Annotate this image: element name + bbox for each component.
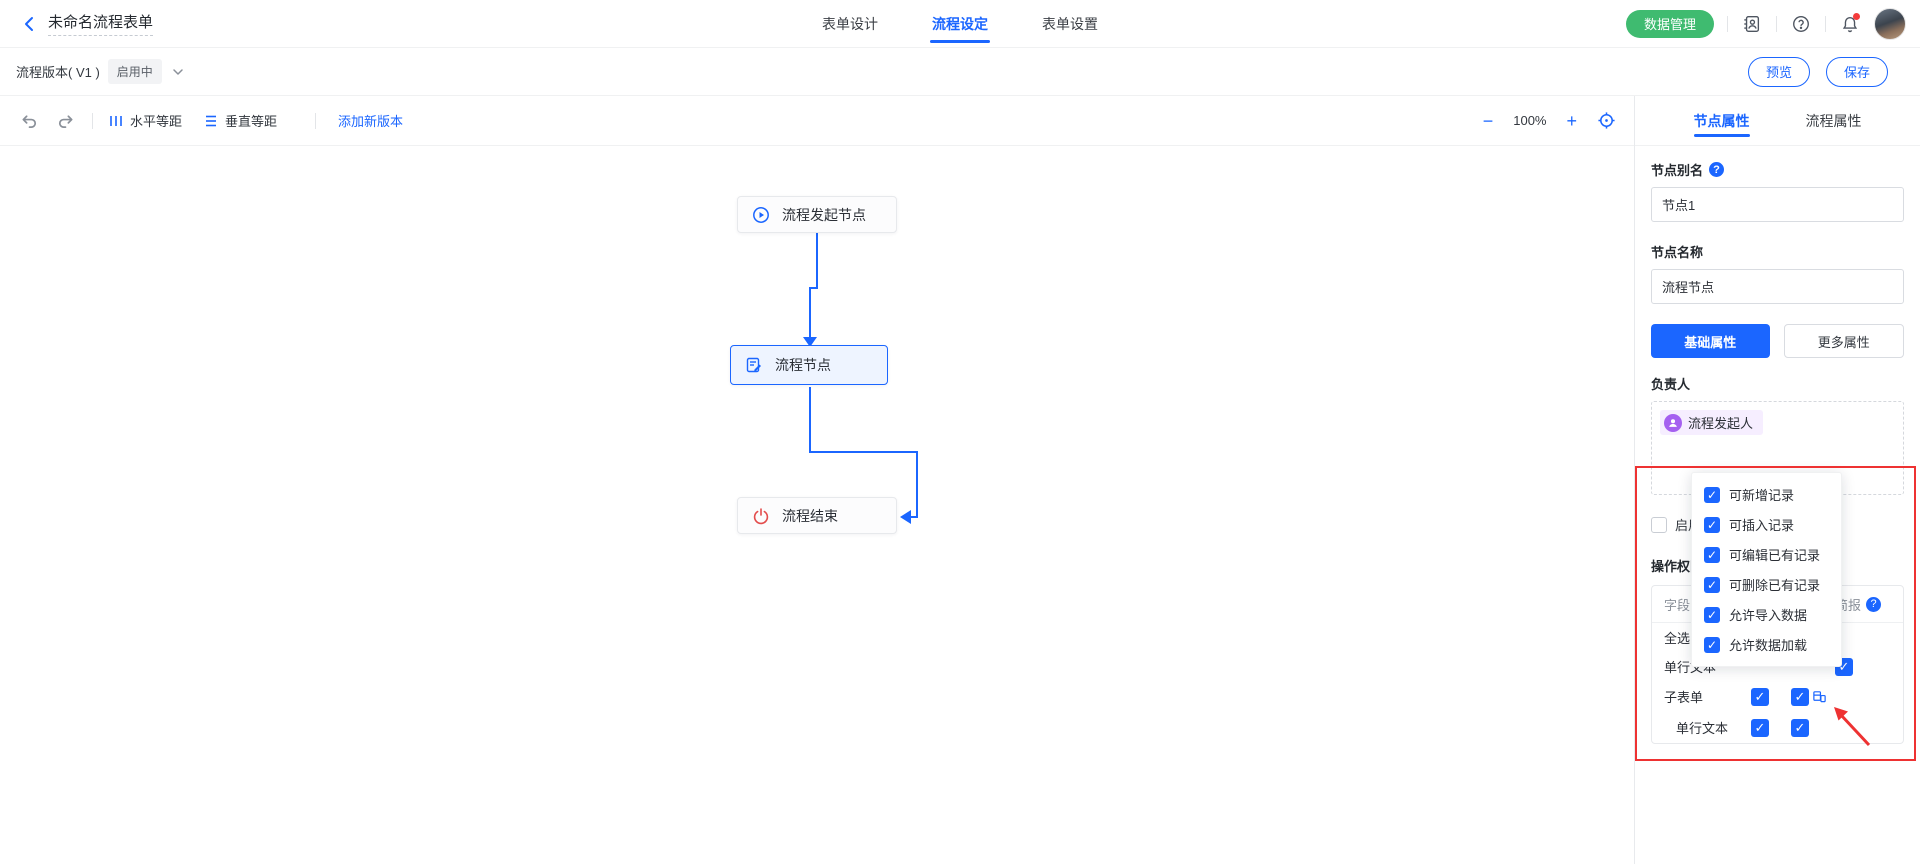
fit-view-icon[interactable] [1597,111,1616,130]
power-icon [752,507,770,525]
zoom-in-button[interactable]: + [1566,110,1577,131]
save-button[interactable]: 保存 [1825,56,1888,87]
divider [1776,15,1777,32]
node-name-label: 节点名称 [1651,245,1704,260]
app-header: 未命名流程表单 表单设计 流程设定 表单设置 数据管理 [0,0,1920,48]
table-row: 全选 [1664,631,1691,646]
enable-checkbox-unchecked[interactable] [1651,516,1667,533]
menu-item[interactable]: ✓ 可新增记录 [1704,485,1829,504]
properties-panel: 节点属性 流程属性 节点别名 ? 节点名称 基础属性 更多属性 负责人 [1634,96,1920,864]
checkbox-checked-icon: ✓ [1704,636,1720,653]
header-tabs: 表单设计 流程设定 表单设置 [822,0,1098,48]
menu-item[interactable]: ✓ 允许数据加载 [1704,635,1829,654]
user-avatar[interactable] [1874,7,1906,40]
notification-dot [1853,12,1860,20]
node-name-input[interactable] [1651,269,1904,304]
tab-flow-setting[interactable]: 流程设定 [930,0,990,48]
help-icon[interactable]: ? [1866,596,1882,612]
flow-canvas[interactable]: 水平等距 垂直等距 添加新版本 − 100% + [0,96,1634,864]
panel-tabs: 节点属性 流程属性 [1635,96,1920,146]
zoom-level: 100% [1513,113,1547,128]
vertical-spacing-icon [206,115,217,126]
basic-props-button[interactable]: 基础属性 [1651,324,1770,358]
permission-section-label: 操作权限 [1651,559,1704,574]
table-row: 子表单 ✓ ✓ [1652,681,1903,712]
preview-button[interactable]: 预览 [1747,56,1810,87]
back-icon[interactable] [22,16,38,32]
checkbox-checked-icon: ✓ [1704,576,1720,593]
page-title[interactable]: 未命名流程表单 [48,11,154,36]
play-circle-icon [752,206,770,224]
checkbox-checked-icon[interactable]: ✓ [1791,718,1809,737]
node-label: 流程结束 [782,507,838,524]
subtable-settings-icon[interactable] [1812,689,1827,704]
flow-node-start[interactable]: 流程发起节点 [737,196,897,233]
person-icon [1664,413,1682,432]
data-manage-button[interactable]: 数据管理 [1625,9,1714,38]
permission-dropdown: ✓ 可新增记录 ✓ 可插入记录 ✓ 可编辑已有记录 ✓ 可删除已有记录 ✓ 允许… [1691,472,1842,667]
flow-node-end[interactable]: 流程结束 [737,497,897,534]
menu-item[interactable]: ✓ 允许导入数据 [1704,605,1829,624]
version-bar: 流程版本( V1 ) 启用中 预览 保存 [0,48,1920,96]
node-label: 流程节点 [775,357,831,373]
divider [315,112,317,129]
checkbox-checked-icon[interactable]: ✓ [1751,718,1769,737]
node-alias-label: 节点别名 [1651,163,1704,178]
node-label: 流程发起节点 [782,206,866,223]
canvas-toolbar: 水平等距 垂直等距 添加新版本 − 100% + [0,96,1634,146]
divider [1825,15,1826,32]
checkbox-checked-icon: ✓ [1704,546,1720,563]
flow-node-process[interactable]: 流程节点 [730,345,888,385]
zoom-out-button[interactable]: − [1482,110,1494,131]
help-icon[interactable]: ? [1709,162,1725,177]
menu-item[interactable]: ✓ 可插入记录 [1704,515,1829,534]
checkbox-checked-icon: ✓ [1704,516,1720,533]
checkbox-checked-icon[interactable]: ✓ [1751,687,1769,706]
redo-icon[interactable] [54,110,76,132]
undo-icon[interactable] [18,110,40,132]
tab-flow-properties[interactable]: 流程属性 [1805,113,1862,129]
owner-label: 负责人 [1651,377,1691,392]
version-label: 流程版本( V1 ) [16,65,100,80]
tab-form-design[interactable]: 表单设计 [822,16,878,32]
table-row: 单行文本 ✓ ✓ [1652,712,1903,743]
owner-tag[interactable]: 流程发起人 [1660,410,1764,435]
horizontal-spacing-icon [110,115,122,126]
horizontal-spacing-button[interactable]: 水平等距 [109,111,182,130]
contacts-icon[interactable] [1741,13,1763,35]
tab-node-properties[interactable]: 节点属性 [1693,96,1750,145]
notification-bell-icon[interactable] [1839,12,1861,35]
checkbox-checked-icon: ✓ [1704,486,1720,503]
more-props-button[interactable]: 更多属性 [1783,324,1904,358]
menu-item[interactable]: ✓ 可编辑已有记录 [1704,545,1829,564]
help-icon[interactable] [1790,13,1812,35]
checkbox-checked-icon[interactable]: ✓ [1791,687,1809,706]
node-alias-input[interactable] [1651,187,1904,222]
field-column-header: 字段 [1664,597,1691,613]
divider [1727,15,1728,32]
checkbox-checked-icon: ✓ [1704,606,1720,623]
menu-item[interactable]: ✓ 可删除已有记录 [1704,575,1829,594]
status-badge: 启用中 [107,59,162,84]
divider [92,112,93,129]
chevron-down-icon[interactable] [172,66,184,78]
add-version-link[interactable]: 添加新版本 [338,114,404,129]
tab-form-setting[interactable]: 表单设置 [1042,16,1098,32]
edit-document-icon [745,356,763,374]
vertical-spacing-button[interactable]: 垂直等距 [204,111,277,130]
